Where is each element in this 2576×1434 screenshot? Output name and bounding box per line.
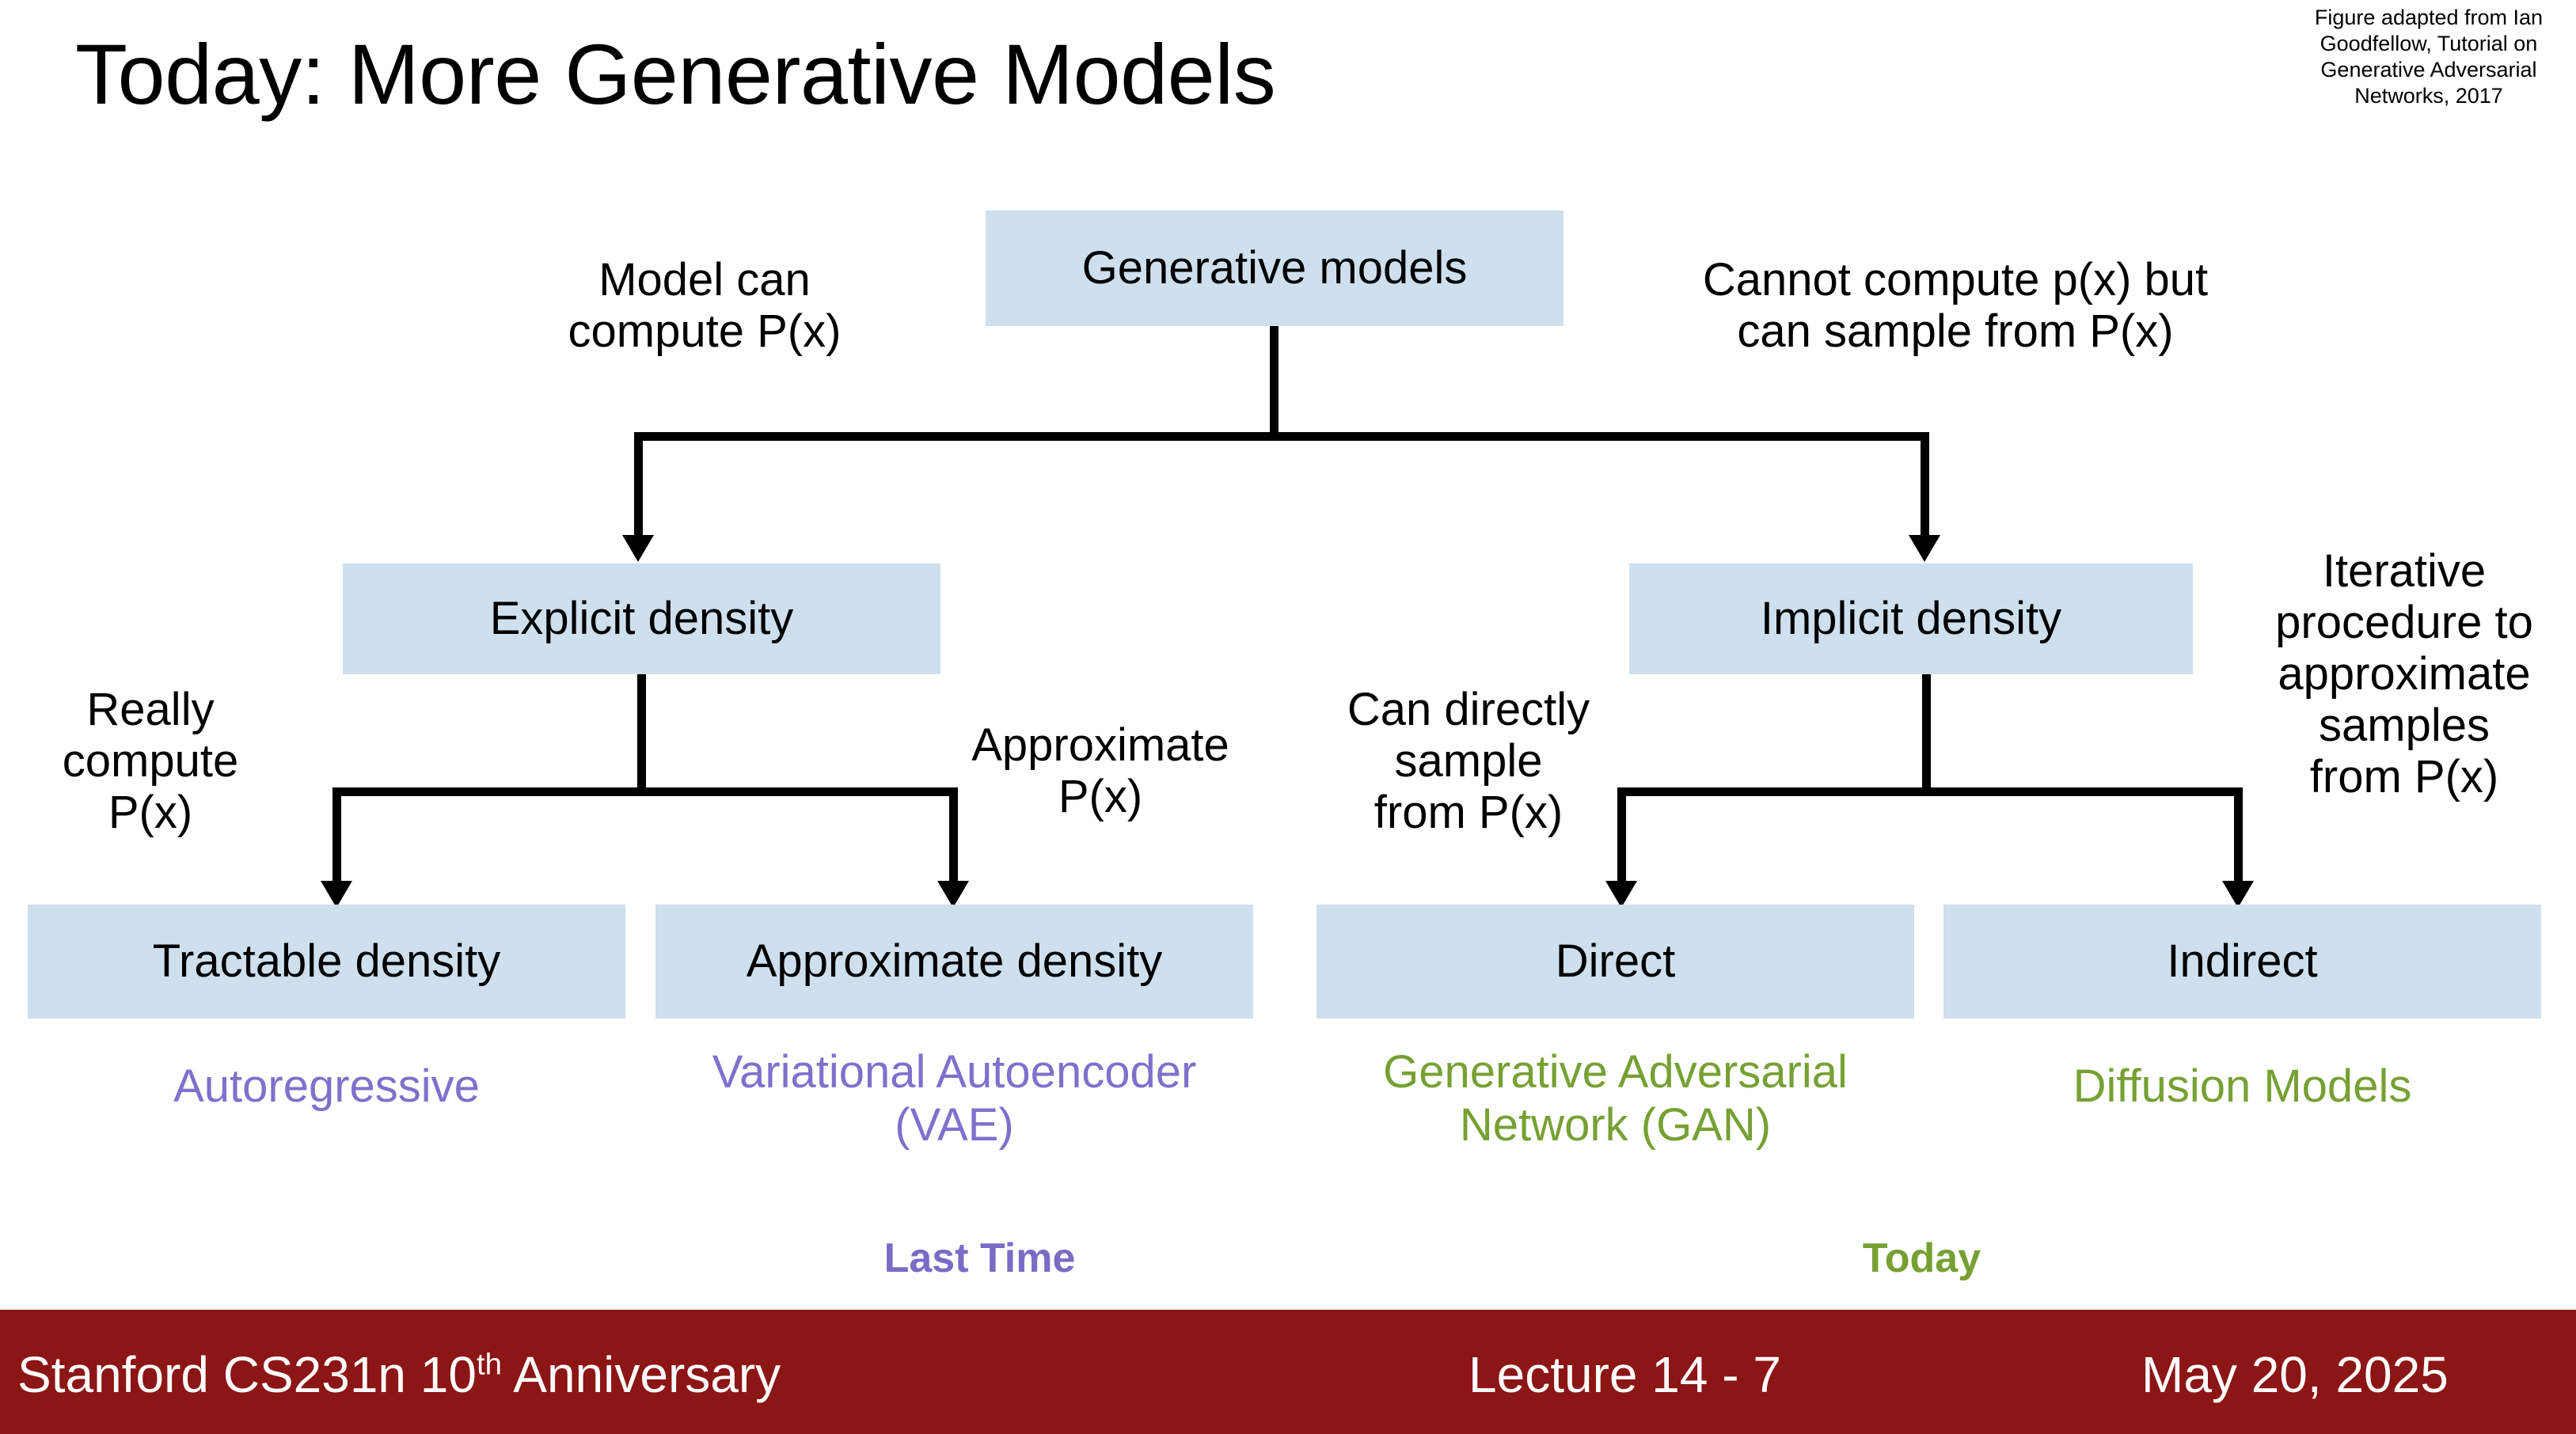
- connector-root-split: [634, 432, 1929, 441]
- node-approximate-density: Approximate density: [655, 905, 1253, 1019]
- connector-implicit-split: [1617, 787, 2243, 796]
- footer-date: May 20, 2025: [2141, 1346, 2449, 1403]
- connector-explicit-left-drop: [332, 787, 341, 884]
- footer-course: Stanford CS231n 10th Anniversary: [17, 1349, 781, 1400]
- footer-course-main: Stanford CS231n 10: [17, 1346, 477, 1403]
- edge-label-iterative-procedure: Iterative procedure to approximate sampl…: [2275, 545, 2533, 802]
- arrowhead-tractable: [321, 881, 352, 908]
- tag-last-time: Last Time: [883, 1235, 1076, 1281]
- arrowhead-implicit: [1909, 535, 1940, 562]
- figure-credit: Figure adapted from Ian Goodfellow, Tuto…: [2314, 6, 2544, 108]
- leaf-autoregressive: Autoregressive: [173, 1060, 480, 1112]
- node-label: Direct: [1555, 935, 1676, 987]
- footer-course-ordinal: th: [476, 1347, 502, 1382]
- connector-implicit-right-drop: [2234, 787, 2243, 884]
- edge-label-can-directly-sample: Can directly sample from P(x): [1347, 684, 1590, 838]
- node-label: Implicit density: [1760, 593, 2062, 644]
- tag-today: Today: [1862, 1235, 1981, 1281]
- node-implicit-density: Implicit density: [1629, 563, 2193, 674]
- leaf-gan: Generative Adversarial Network (GAN): [1383, 1046, 1848, 1151]
- edge-label-approximate-px: Approximate P(x): [971, 719, 1229, 822]
- connector-explicit-split: [332, 787, 958, 796]
- node-generative-models: Generative models: [986, 211, 1563, 326]
- connector-root-stem: [1270, 326, 1279, 437]
- node-label: Tractable density: [152, 935, 501, 987]
- arrowhead-explicit: [622, 535, 654, 562]
- node-direct: Direct: [1316, 905, 1914, 1019]
- edge-label-cannot-compute: Cannot compute p(x) but can sample from …: [1702, 254, 2209, 357]
- node-label: Approximate density: [746, 935, 1163, 987]
- leaf-diffusion-models: Diffusion Models: [2073, 1060, 2412, 1112]
- leaf-variational-autoencoder: Variational Autoencoder (VAE): [712, 1046, 1197, 1151]
- node-explicit-density: Explicit density: [343, 563, 940, 674]
- edge-label-model-can-compute: Model can compute P(x): [568, 254, 842, 357]
- arrowhead-approximate-density: [937, 881, 969, 908]
- connector-root-left-drop: [634, 432, 643, 538]
- arrowhead-direct: [1605, 881, 1637, 908]
- arrowhead-indirect: [2222, 881, 2254, 908]
- node-indirect: Indirect: [1943, 905, 2541, 1019]
- node-label: Explicit density: [489, 593, 794, 644]
- connector-explicit-right-drop: [949, 787, 958, 884]
- connector-root-right-drop: [1921, 432, 1929, 538]
- node-label: Generative models: [1081, 242, 1468, 294]
- node-tractable-density: Tractable density: [28, 905, 625, 1019]
- footer-lecture-number: Lecture 14 - 7: [1468, 1346, 1781, 1403]
- connector-implicit-stem: [1922, 674, 1931, 791]
- footer-bar: Stanford CS231n 10th Anniversary Lecture…: [0, 1310, 2576, 1434]
- connector-implicit-left-drop: [1617, 787, 1626, 884]
- node-label: Indirect: [2167, 935, 2318, 987]
- edge-label-really-compute: Really compute P(x): [62, 684, 239, 838]
- footer-course-tail: Anniversary: [502, 1346, 781, 1403]
- connector-explicit-stem: [637, 674, 646, 791]
- page-title: Today: More Generative Models: [75, 26, 1276, 122]
